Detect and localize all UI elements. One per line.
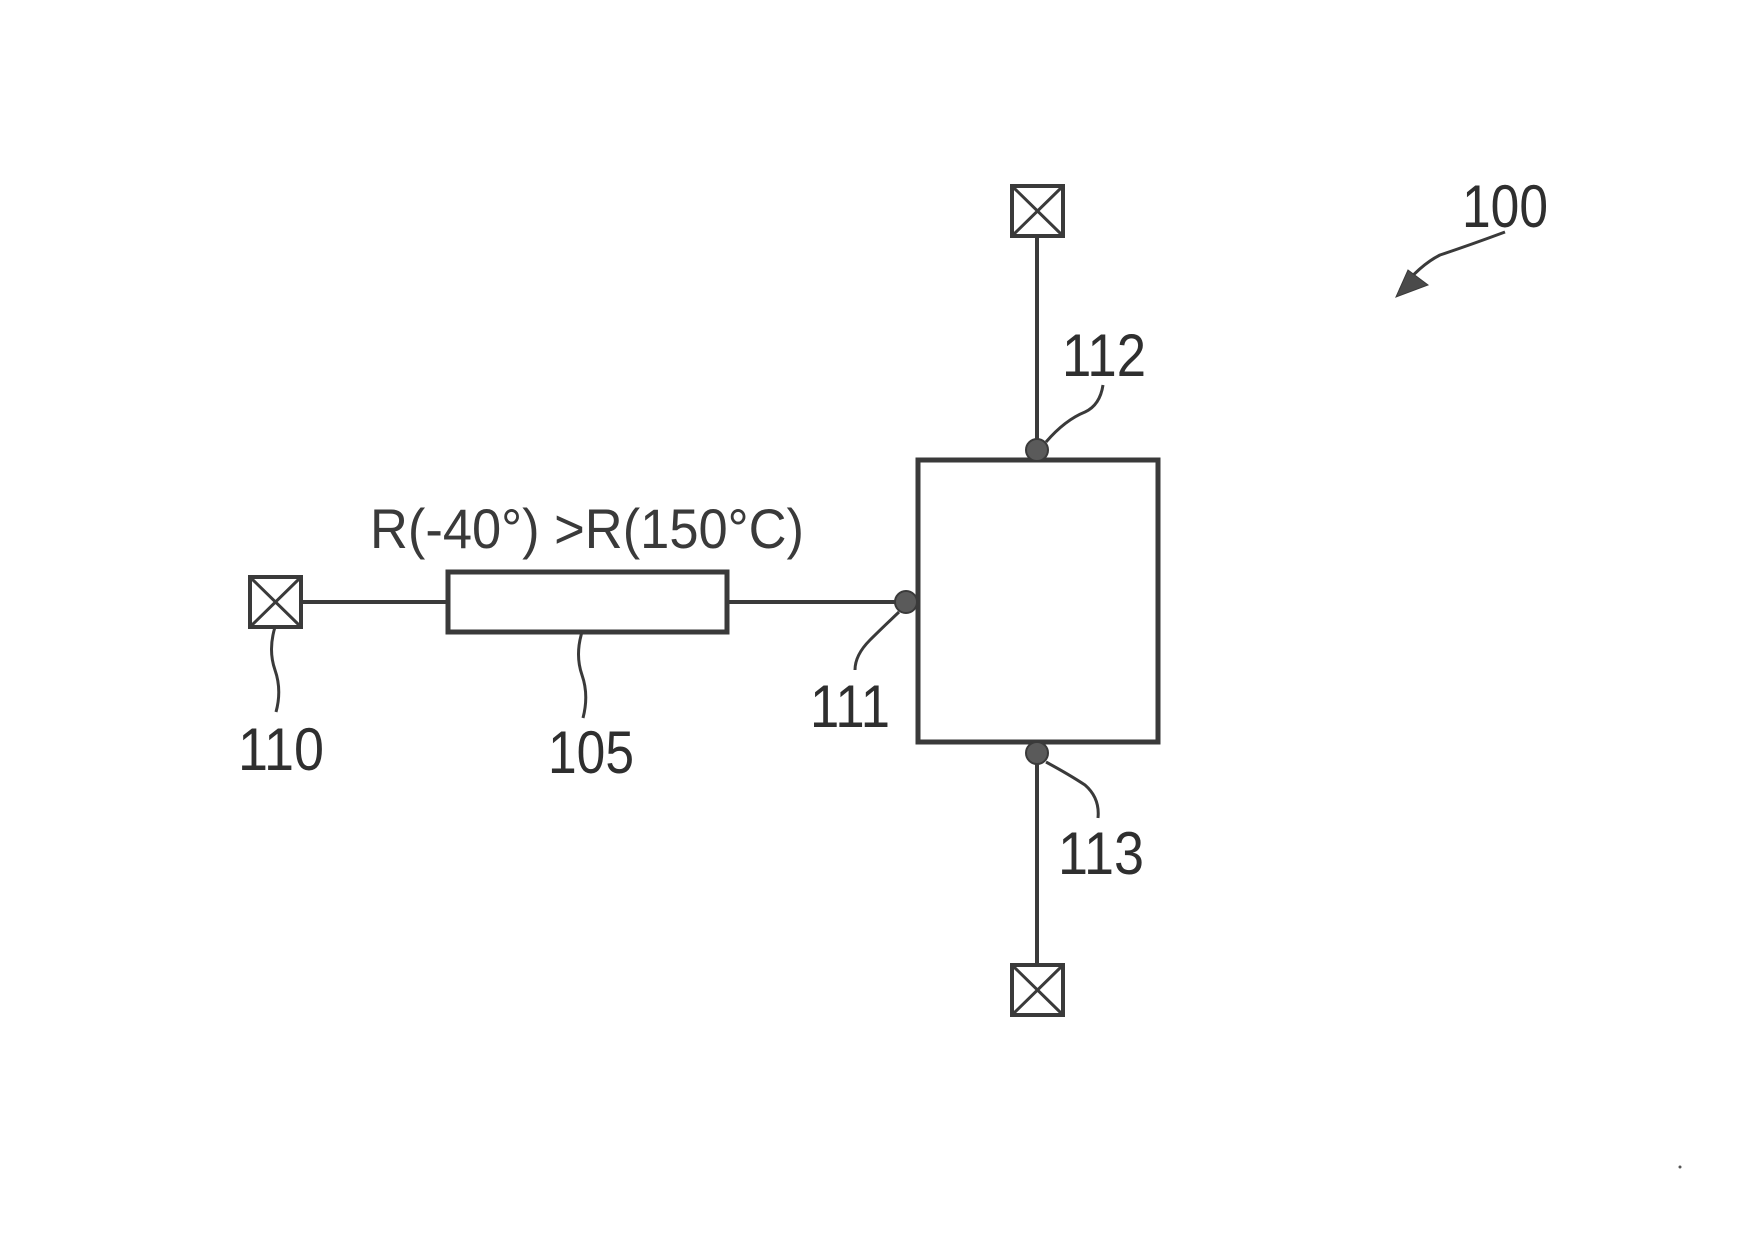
- figure-label: 100: [1462, 173, 1548, 240]
- leader-111: [855, 612, 899, 670]
- figure-arrowhead: [1396, 270, 1428, 297]
- resistance-formula: R(-40°) >R(150°C): [370, 497, 804, 560]
- main-block: [918, 460, 1158, 742]
- bottom-terminal: [1012, 965, 1063, 1015]
- resistor-105: [448, 572, 727, 632]
- node-111-dot: [895, 591, 917, 613]
- top-terminal: [1012, 186, 1063, 236]
- label-110: 110: [238, 716, 324, 783]
- label-112: 112: [1062, 322, 1146, 389]
- leader-110: [272, 627, 279, 712]
- leader-112: [1046, 385, 1103, 442]
- label-111: 111: [810, 673, 890, 740]
- node-112-dot: [1026, 439, 1048, 461]
- leader-105: [579, 632, 586, 718]
- label-113: 113: [1058, 820, 1144, 887]
- node-113-dot: [1026, 742, 1048, 764]
- speck: [1679, 1166, 1682, 1169]
- left-terminal: [250, 577, 301, 627]
- leader-113: [1046, 762, 1098, 818]
- label-105: 105: [548, 719, 634, 786]
